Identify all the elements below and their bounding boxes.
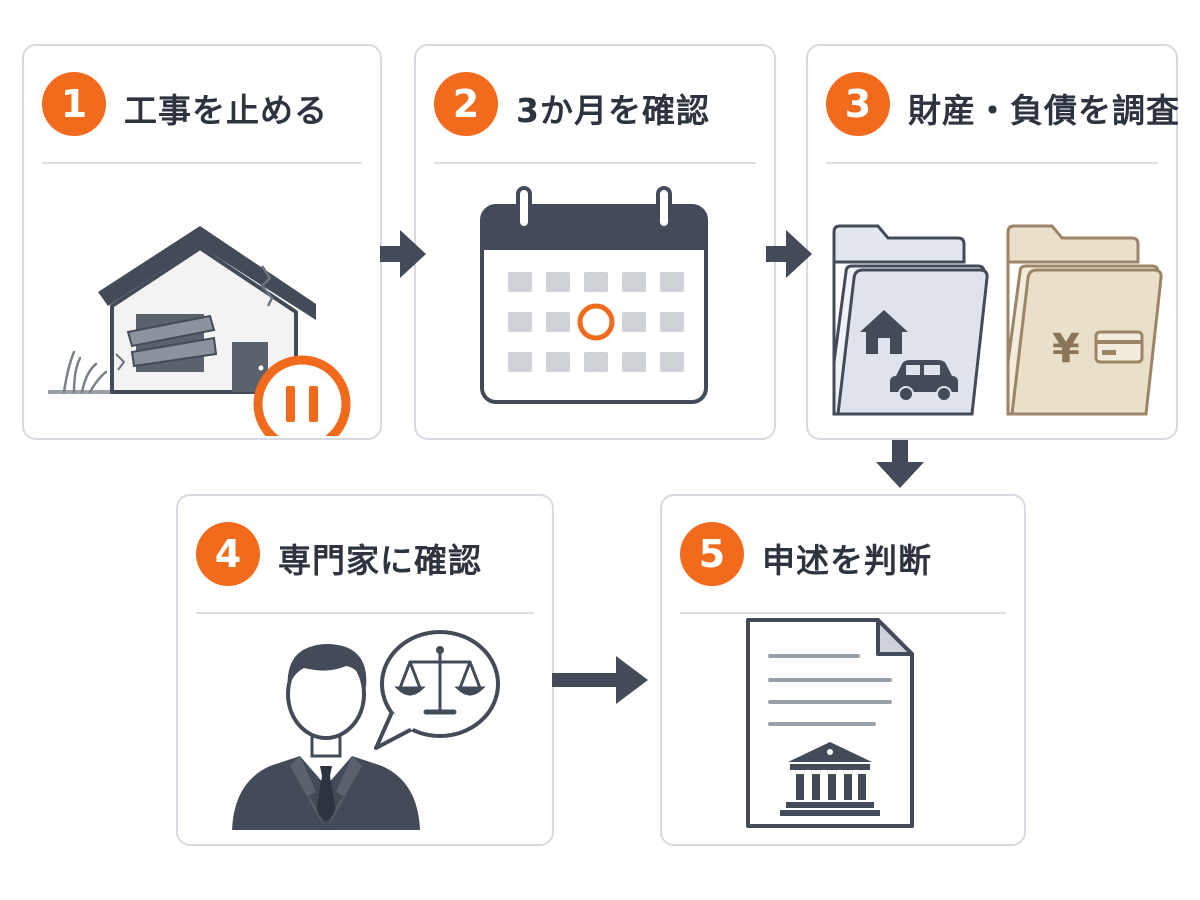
asset-folders-icon: ¥ [832,224,1163,416]
step-header: 3 財産・負債を調査 [808,46,1179,164]
step-title: 3か月を確認 [516,91,710,130]
step-header: 2 3か月を確認 [416,46,774,164]
step-card-2: 2 3か月を確認 [414,44,776,440]
court-document-icon [746,618,914,828]
step-number-badge: 1 [42,72,106,136]
header-divider [42,162,362,164]
arrow-right-icon [380,230,426,278]
step-title: 申述を判断 [762,541,932,580]
step-title: 工事を止める [124,91,328,130]
step-header: 1 工事を止める [24,46,380,164]
step-number-badge: 2 [434,72,498,136]
header-divider [196,612,534,614]
step-header: 4 専門家に確認 [178,496,552,614]
svg-text:¥: ¥ [1052,326,1080,372]
step-header: 5 申述を判断 [662,496,1024,614]
step-title: 財産・負債を調査 [908,91,1180,130]
step-number-badge: 3 [826,72,890,136]
step-number-badge: 4 [196,522,260,586]
arrow-right-icon [766,230,812,278]
calendar-icon [480,186,708,404]
paused-house-icon [48,226,351,436]
arrow-down-icon [876,440,924,488]
expert-consultation-icon [232,630,500,830]
step-title: 専門家に確認 [278,541,482,580]
arrow-right-icon [552,656,648,704]
step-card-1: 1 工事を止める [22,44,382,440]
step-card-3: 3 財産・負債を調査 ¥ [806,44,1179,440]
header-divider [434,162,756,164]
step-card-5: 5 申述を判断 [660,494,1026,846]
header-divider [680,612,1006,614]
step-number-badge: 5 [680,522,744,586]
step-card-4: 4 専門家に確認 [176,494,554,846]
header-divider [826,162,1158,164]
